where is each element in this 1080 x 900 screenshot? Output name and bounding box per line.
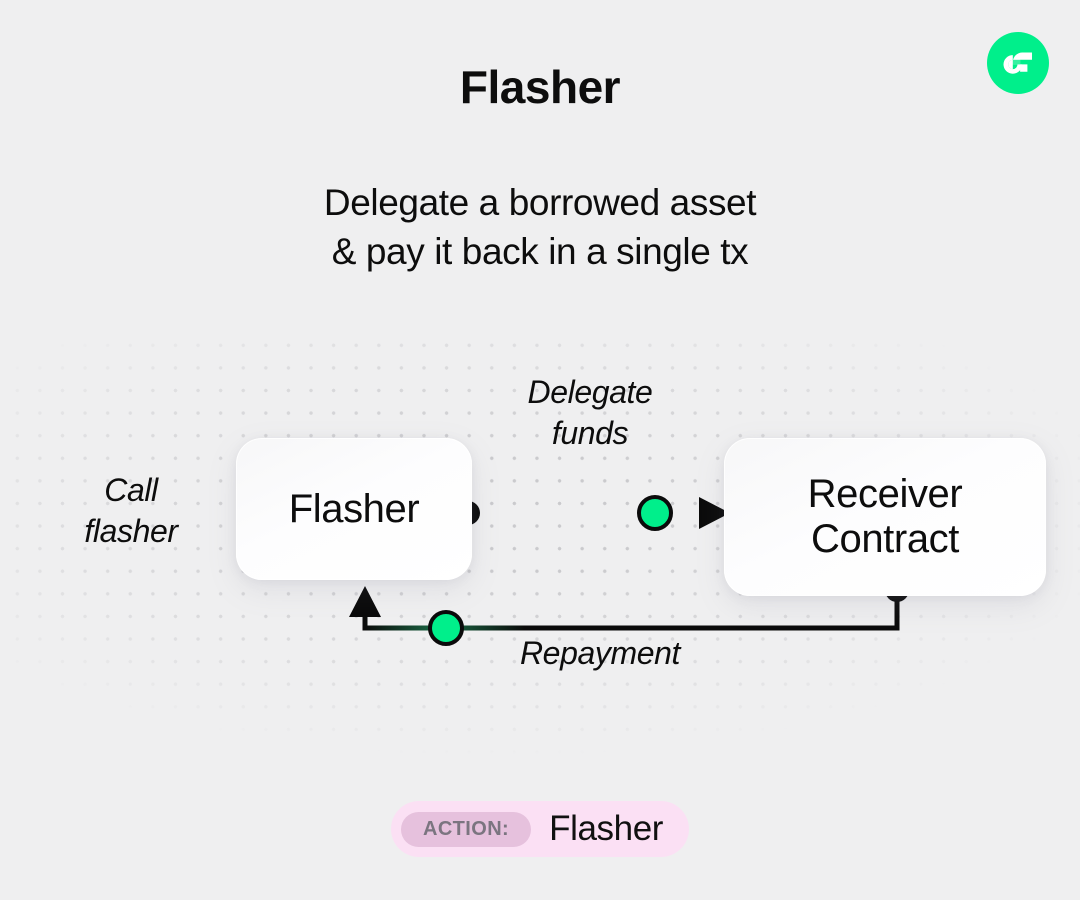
flow-logo-icon: [987, 32, 1049, 94]
diagram-stage: Flasher Receiver Contract Call flasher D…: [0, 330, 1080, 770]
action-badge-value: Flasher: [549, 809, 664, 848]
label-repayment: Repayment: [519, 635, 681, 671]
label-delegate-funds: Delegate funds: [527, 374, 653, 451]
diagram-connectors: [349, 495, 909, 646]
action-badge: ACTION: Flasher: [390, 801, 690, 857]
node-flasher[interactable]: Flasher: [236, 438, 472, 580]
action-badge-tag: ACTION:: [400, 811, 532, 847]
delegate-funds-flow-dot: [637, 495, 673, 531]
page-title: Flasher: [459, 61, 621, 113]
node-receiver-contract[interactable]: Receiver Contract: [724, 438, 1046, 596]
page-subtitle: Delegate a borrowed asset & pay it back …: [323, 182, 757, 273]
repayment-flow-dot: [428, 610, 464, 646]
delegate-funds-edge: [456, 495, 731, 531]
label-call-flasher: Call flasher: [84, 472, 178, 549]
